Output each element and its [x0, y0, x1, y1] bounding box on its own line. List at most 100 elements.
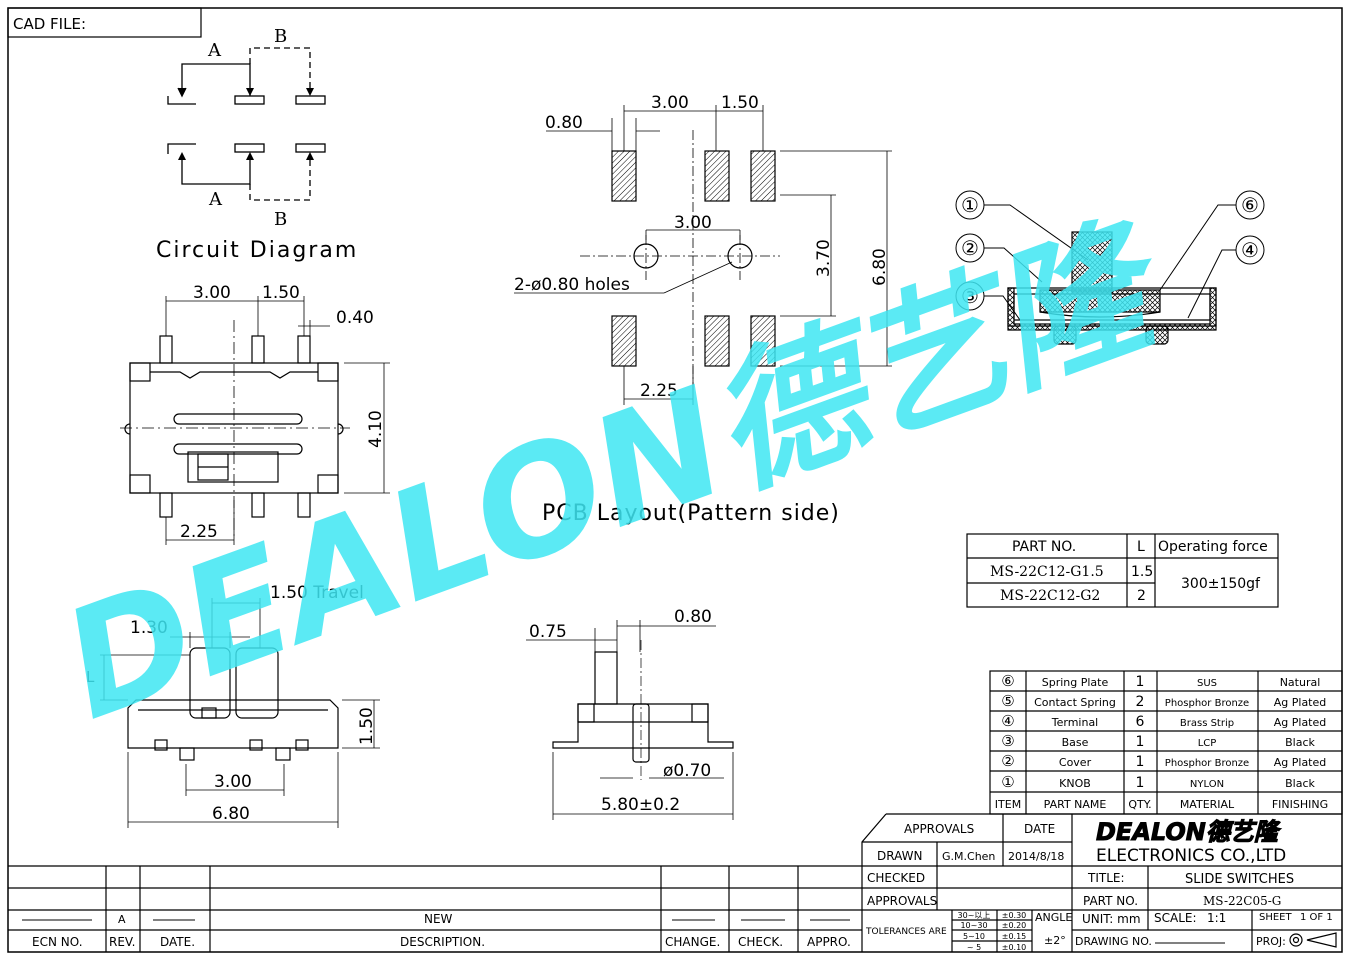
bom-row-6-name: KNOB [1059, 777, 1091, 790]
front-L: L [86, 668, 95, 686]
sheet-border [7, 7, 1343, 953]
tb-approvals-2: APPROVALS [867, 894, 937, 908]
tb-angle-value: ±2° [1044, 934, 1066, 947]
circuit-title: Circuit Diagram [156, 238, 358, 263]
tb-part-no-value: MS-22C05-G [1203, 894, 1281, 908]
bom-row-5-finishing: Ag Plated [1274, 756, 1327, 769]
callout-6: ⑥ [1241, 193, 1259, 217]
circuit-label-b-bottom: B [274, 209, 287, 230]
tb-date: DATE [1024, 822, 1055, 836]
callout-4: ④ [1241, 238, 1259, 262]
pcb-dim-150: 1.50 [721, 93, 759, 113]
cad-file-box: CAD FILE: [7, 7, 202, 38]
bom-header-4: FINISHING [1272, 798, 1328, 811]
callout-2: ② [961, 236, 979, 260]
top-dim-225: 2.25 [180, 522, 218, 542]
tb-company-logo: DEALON德艺隆 [1096, 818, 1282, 846]
bom-row-2-name: Contact Spring [1034, 696, 1116, 709]
tb-title-value: SLIDE SWITCHES [1185, 872, 1294, 887]
side-view [526, 620, 734, 820]
pcb-dim-300-top: 3.00 [651, 93, 689, 113]
front-travel: 1.50 Travel [270, 583, 364, 603]
tb-sheet-value: 1 OF 1 [1300, 912, 1333, 923]
circuit-label-a-top: A [207, 40, 222, 61]
front-view [100, 598, 380, 828]
tb-title-label: TITLE: [1087, 871, 1125, 885]
pcb-holes-label: 2-ø0.80 holes [514, 275, 630, 295]
tb-drawing-no: DRAWING NO. [1075, 935, 1152, 948]
bom-row-1-material: SUS [1197, 678, 1217, 689]
cad-file-label: CAD FILE: [13, 15, 86, 33]
bom-row-5-material: Phosphor Bronze [1165, 758, 1249, 769]
rev-h-desc: DESCRIPTION. [400, 935, 485, 949]
rev-h-date: DATE. [160, 935, 195, 949]
callout-1: ① [961, 193, 979, 217]
part-table-row2-part: MS-22C12-G2 [1000, 588, 1100, 604]
part-table-header-force: Operating force [1158, 539, 1268, 555]
bom-row-4-finishing: Black [1285, 736, 1315, 749]
rev-h-ecn: ECN NO. [32, 935, 83, 949]
rev-value: A [118, 913, 126, 926]
part-table-force: 300±150gf [1181, 576, 1261, 592]
tb-drawn-date: 2014/8/18 [1008, 850, 1064, 863]
bom-row-2-material: Phosphor Bronze [1165, 698, 1249, 709]
tb-scale: SCALE: [1154, 911, 1197, 925]
bom-row-3-item: ④ [1001, 712, 1014, 730]
circuit-label-a-bottom: A [208, 189, 223, 210]
bom-header-3: MATERIAL [1180, 798, 1235, 811]
part-table-row2-l: 2 [1137, 588, 1146, 604]
bom-row-3-finishing: Ag Plated [1274, 716, 1327, 729]
tol-range-3: ~ 5 [967, 943, 981, 952]
side-dim-070: ø0.70 [663, 761, 711, 781]
bom-row-2-finishing: Ag Plated [1274, 696, 1327, 709]
tb-scale-value: 1:1 [1207, 911, 1226, 925]
tb-approvals: APPROVALS [904, 822, 974, 836]
bom-row-5-item: ② [1001, 752, 1014, 770]
rev-h-change: CHANGE. [665, 935, 720, 949]
bom-row-4-item: ③ [1001, 732, 1014, 750]
bom-row-1-name: Spring Plate [1042, 676, 1109, 689]
bom-row-5-name: Cover [1059, 756, 1092, 769]
tb-company: ELECTRONICS CO.,LTD [1096, 846, 1286, 866]
pcb-dim-680: 6.80 [870, 248, 890, 286]
front-dim-300: 3.00 [214, 772, 252, 792]
rev-desc: NEW [424, 912, 453, 926]
front-dim-680: 6.80 [212, 804, 250, 824]
bom-row-1-finishing: Natural [1280, 676, 1321, 689]
pcb-dim-300-holes: 3.00 [674, 213, 712, 233]
part-table-header-l: L [1137, 539, 1145, 555]
pcb-dim-370: 3.70 [814, 239, 834, 277]
tb-drawn-by: G.M.Chen [942, 850, 995, 863]
bom-header-1: PART NAME [1044, 798, 1107, 811]
tb-sheet: SHEET [1259, 912, 1293, 923]
tol-value-2: ±0.15 [1002, 932, 1027, 941]
pcb-title: PCB Layout(Pattern side) [542, 501, 840, 526]
callout-3: ③ [961, 284, 979, 308]
bom-row-4-material: LCP [1198, 738, 1217, 749]
bom-row-6-item: ① [1001, 773, 1014, 791]
bom-row-5-qty: 1 [1136, 754, 1145, 770]
tol-value-1: ±0.20 [1002, 921, 1027, 930]
tb-tolerances: TOLERANCES ARE [865, 927, 947, 937]
cross-section [955, 190, 1265, 345]
front-dim-130: 1.30 [130, 618, 168, 638]
tb-checked: CHECKED [867, 871, 925, 885]
side-dim-080: 0.80 [674, 607, 712, 627]
tb-angle: ANGLE [1035, 911, 1072, 924]
bom-row-1-qty: 1 [1136, 674, 1145, 690]
bom-row-6-finishing: Black [1285, 777, 1315, 790]
tb-proj: PROJ: [1256, 935, 1286, 948]
tb-drawn: DRAWN [877, 849, 923, 863]
bom-row-6-material: NYLON [1190, 779, 1224, 790]
top-dim-300: 3.00 [193, 283, 231, 303]
bom-row-2-item: ⑤ [1001, 692, 1014, 710]
bom-header-0: ITEM [995, 798, 1021, 811]
rev-h-rev: REV. [109, 935, 135, 949]
bom-row-6-qty: 1 [1136, 775, 1145, 791]
circuit-diagram [167, 47, 326, 201]
top-dim-040: 0.40 [336, 308, 374, 328]
top-view [120, 296, 390, 545]
rev-h-check: CHECK. [738, 935, 783, 949]
